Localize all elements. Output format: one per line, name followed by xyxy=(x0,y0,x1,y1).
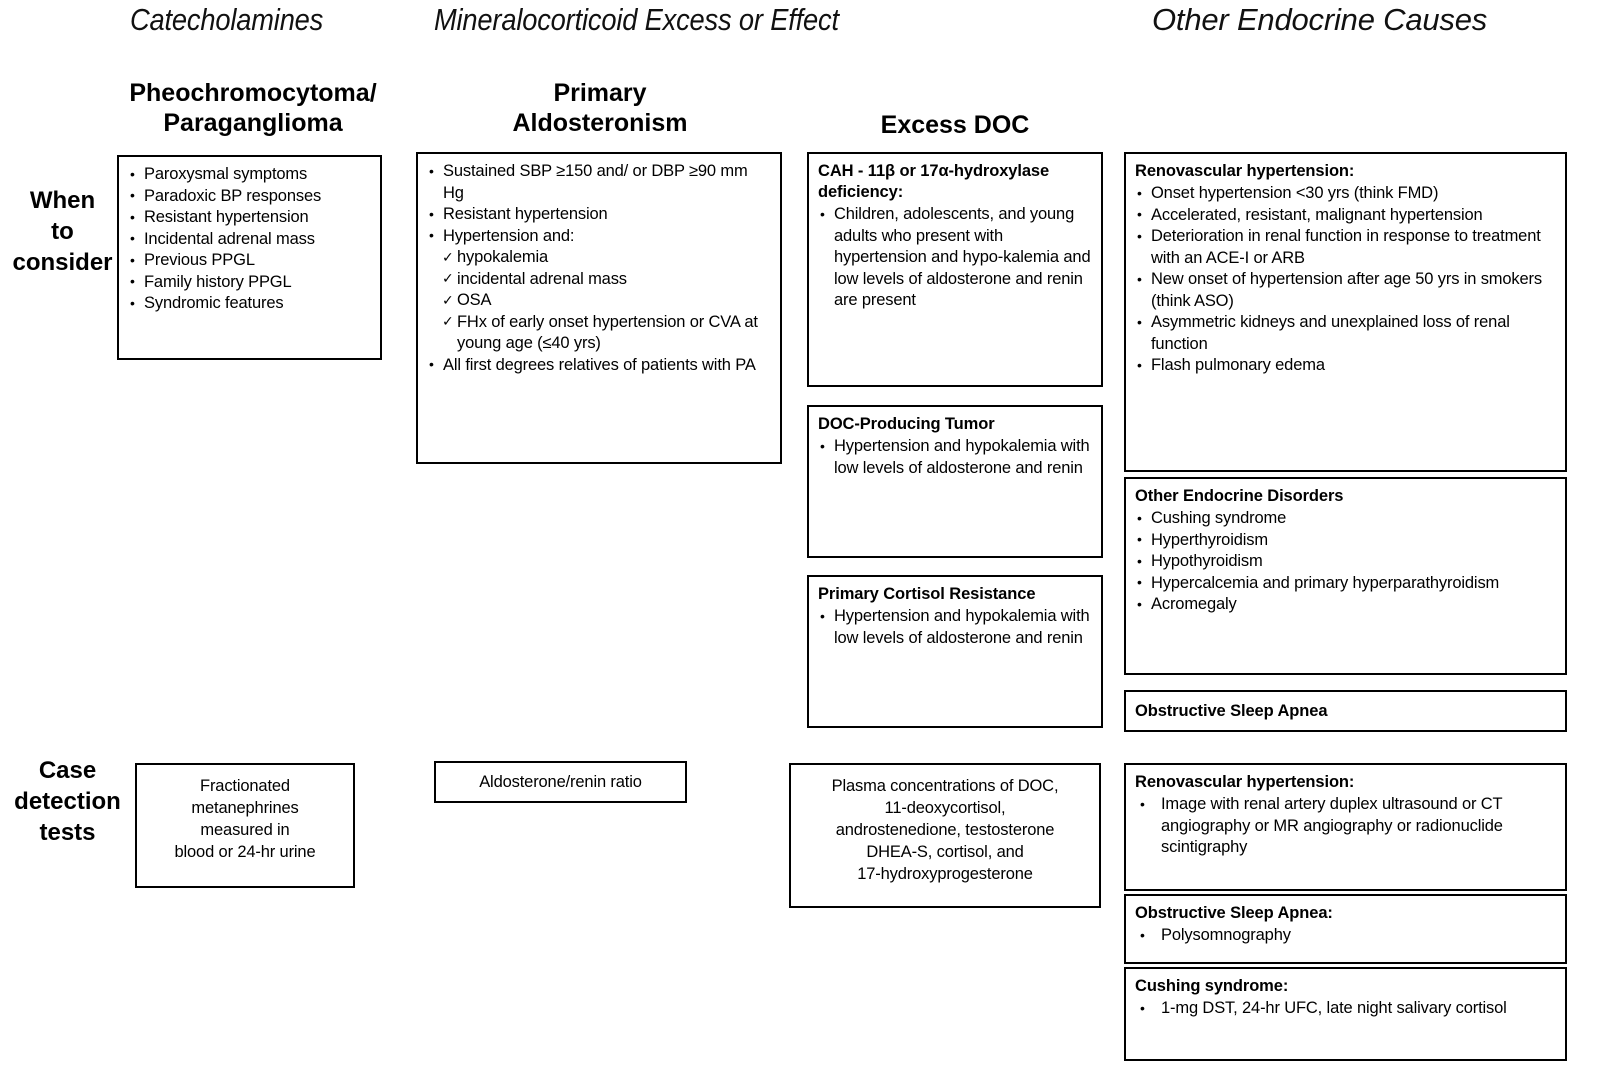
box-title-tests-cushing: Cushing syndrome: xyxy=(1135,977,1289,995)
column-title-primary-aldosteronism: Primary Aldosteronism xyxy=(455,78,745,138)
test-line: Plasma concentrations of DOC, xyxy=(831,777,1059,795)
list-item-check: incidental adrenal mass xyxy=(427,268,771,291)
list-item: Acromegaly xyxy=(1135,594,1556,616)
box-title-tests-osa: Obstructive Sleep Apnea: xyxy=(1135,904,1333,922)
row-label-case-detection-tests: Case detection tests xyxy=(5,755,130,848)
group-heading-mineralocorticoid: Mineralocorticoid Excess or Effect xyxy=(434,2,839,37)
list-item: Onset hypertension <30 yrs (think FMD) xyxy=(1135,183,1556,205)
list-primary-aldosteronism-when: Sustained SBP ≥150 and/ or DBP ≥90 mm Hg… xyxy=(427,161,771,376)
list-item: Incidental adrenal mass xyxy=(128,228,371,251)
box-when-obstructive-sleep-apnea: Obstructive Sleep Apnea xyxy=(1124,690,1567,732)
test-line: androstenedione, testosterone xyxy=(835,821,1055,839)
row-label-when-to-consider: When to consider xyxy=(10,185,115,278)
box-when-doc-producing-tumor: DOC-Producing Tumor Hypertension and hyp… xyxy=(807,405,1103,558)
box-tests-cushing-syndrome: Cushing syndrome: 1-mg DST, 24-hr UFC, l… xyxy=(1124,967,1567,1061)
list-item: Hypertension and hypokalemia with low le… xyxy=(818,436,1092,479)
list-doc-producing-tumor: Hypertension and hypokalemia with low le… xyxy=(818,436,1092,479)
box-when-primary-cortisol-resistance: Primary Cortisol Resistance Hypertension… xyxy=(807,575,1103,728)
list-item: Paradoxic BP responses xyxy=(128,185,371,208)
box-title-obstructive-sleep-apnea: Obstructive Sleep Apnea xyxy=(1135,702,1328,720)
list-item: Cushing syndrome xyxy=(1135,508,1556,530)
list-item: Accelerated, resistant, malignant hypert… xyxy=(1135,204,1556,227)
test-line: DHEA-S, cortisol, and xyxy=(866,843,1024,861)
list-item: Previous PPGL xyxy=(128,250,371,272)
list-renovascular-hypertension: Onset hypertension <30 yrs (think FMD) A… xyxy=(1135,183,1556,377)
column-title-primary-aldosteronism-line1: Primary xyxy=(553,79,647,107)
list-item: Deterioration in renal function in respo… xyxy=(1135,226,1556,269)
column-title-pheochromocytoma: Pheochromocytoma/ Paraganglioma xyxy=(108,78,398,138)
box-when-primary-aldosteronism: Sustained SBP ≥150 and/ or DBP ≥90 mm Hg… xyxy=(416,152,782,464)
column-title-excess-doc-line1: Excess DOC xyxy=(880,111,1030,139)
list-item: Children, adolescents, and young adults … xyxy=(818,204,1092,312)
test-line: Fractionated xyxy=(200,777,290,795)
list-item: Resistant hypertension xyxy=(128,207,371,229)
box-tests-primary-aldosteronism: Aldosterone/renin ratio xyxy=(434,761,687,803)
list-item: Resistant hypertension xyxy=(427,204,771,226)
list-item-check: hypokalemia xyxy=(427,247,771,269)
test-line: measured in xyxy=(200,821,290,839)
list-item: Paroxysmal symptoms xyxy=(128,164,371,186)
list-item-check: FHx of early onset hypertension or CVA a… xyxy=(427,311,771,355)
list-item: Polysomnography xyxy=(1135,925,1556,947)
test-line: metanephrines xyxy=(191,799,299,817)
column-title-pheochromocytoma-line1: Pheochromocytoma/ xyxy=(129,79,377,107)
row-label-case-detection-tests-line2: detection xyxy=(14,788,121,815)
row-label-case-detection-tests-line3: tests xyxy=(39,819,96,846)
list-cah: Children, adolescents, and young adults … xyxy=(818,204,1092,312)
box-when-renovascular-hypertension: Renovascular hypertension: Onset hyperte… xyxy=(1124,152,1567,472)
box-tests-renovascular-hypertension: Renovascular hypertension: Image with re… xyxy=(1124,763,1567,891)
row-label-case-detection-tests-line1: Case xyxy=(38,757,97,784)
list-item: Asymmetric kidneys and unexplained loss … xyxy=(1135,312,1556,355)
list-item-check: OSA xyxy=(427,290,771,312)
list-item: Image with renal artery duplex ultrasoun… xyxy=(1135,794,1556,859)
test-line: Aldosterone/renin ratio xyxy=(479,773,642,791)
list-item: Sustained SBP ≥150 and/ or DBP ≥90 mm Hg xyxy=(427,161,771,204)
list-item: All first degrees relatives of patients … xyxy=(427,354,771,377)
row-label-when-to-consider-line3: consider xyxy=(12,249,113,276)
box-when-cah: CAH - 11β or 17α-hydroxylase deficiency:… xyxy=(807,152,1103,387)
box-when-other-endocrine-disorders: Other Endocrine Disorders Cushing syndro… xyxy=(1124,477,1567,675)
list-item: Flash pulmonary edema xyxy=(1135,355,1556,377)
box-title-cah: CAH - 11β or 17α-hydroxylase deficiency: xyxy=(818,162,1050,201)
column-title-primary-aldosteronism-line2: Aldosteronism xyxy=(512,109,688,137)
list-item: Syndromic features xyxy=(128,293,371,315)
list-other-endocrine-disorders: Cushing syndrome Hyperthyroidism Hypothy… xyxy=(1135,508,1556,616)
list-item: Hypertension and: xyxy=(427,225,771,248)
list-pheochromocytoma-when: Paroxysmal symptoms Paradoxic BP respons… xyxy=(128,164,371,315)
list-tests-cushing: 1-mg DST, 24-hr UFC, late night salivary… xyxy=(1135,998,1556,1020)
list-tests-osa: Polysomnography xyxy=(1135,925,1556,947)
box-title-other-endocrine-disorders: Other Endocrine Disorders xyxy=(1135,487,1344,505)
list-item: Hypertension and hypokalemia with low le… xyxy=(818,606,1092,649)
box-title-doc-producing-tumor: DOC-Producing Tumor xyxy=(818,415,995,433)
group-heading-catecholamines: Catecholamines xyxy=(130,2,324,37)
test-line: 11-deoxycortisol, xyxy=(884,799,1006,817)
list-item: Family history PPGL xyxy=(128,271,371,294)
box-tests-pheochromocytoma: Fractionated metanephrines measured in b… xyxy=(135,763,355,888)
column-title-pheochromocytoma-line2: Paraganglioma xyxy=(163,109,343,137)
list-item: New onset of hypertension after age 50 y… xyxy=(1135,269,1556,312)
box-when-pheochromocytoma: Paroxysmal symptoms Paradoxic BP respons… xyxy=(117,155,382,360)
test-line: 17-hydroxyprogesterone xyxy=(857,865,1033,883)
column-title-excess-doc: Excess DOC xyxy=(810,110,1100,140)
box-tests-excess-doc: Plasma concentrations of DOC, 11-deoxyco… xyxy=(789,763,1101,908)
row-label-when-to-consider-line2: to xyxy=(51,218,74,245)
test-line: blood or 24-hr urine xyxy=(174,843,316,861)
row-label-when-to-consider-line1: When xyxy=(29,187,96,214)
list-item: Hypothyroidism xyxy=(1135,551,1556,573)
box-tests-obstructive-sleep-apnea: Obstructive Sleep Apnea: Polysomnography xyxy=(1124,894,1567,964)
box-title-tests-renovascular: Renovascular hypertension: xyxy=(1135,773,1355,791)
box-title-renovascular-hypertension: Renovascular hypertension: xyxy=(1135,162,1355,180)
list-tests-renovascular: Image with renal artery duplex ultrasoun… xyxy=(1135,794,1556,859)
list-primary-cortisol-resistance: Hypertension and hypokalemia with low le… xyxy=(818,606,1092,649)
box-title-primary-cortisol-resistance: Primary Cortisol Resistance xyxy=(818,585,1036,603)
list-item: Hypercalcemia and primary hyperparathyro… xyxy=(1135,572,1556,595)
list-item: Hyperthyroidism xyxy=(1135,529,1556,552)
group-heading-other-endocrine: Other Endocrine Causes xyxy=(1152,2,1488,37)
list-item: 1-mg DST, 24-hr UFC, late night salivary… xyxy=(1135,998,1556,1020)
